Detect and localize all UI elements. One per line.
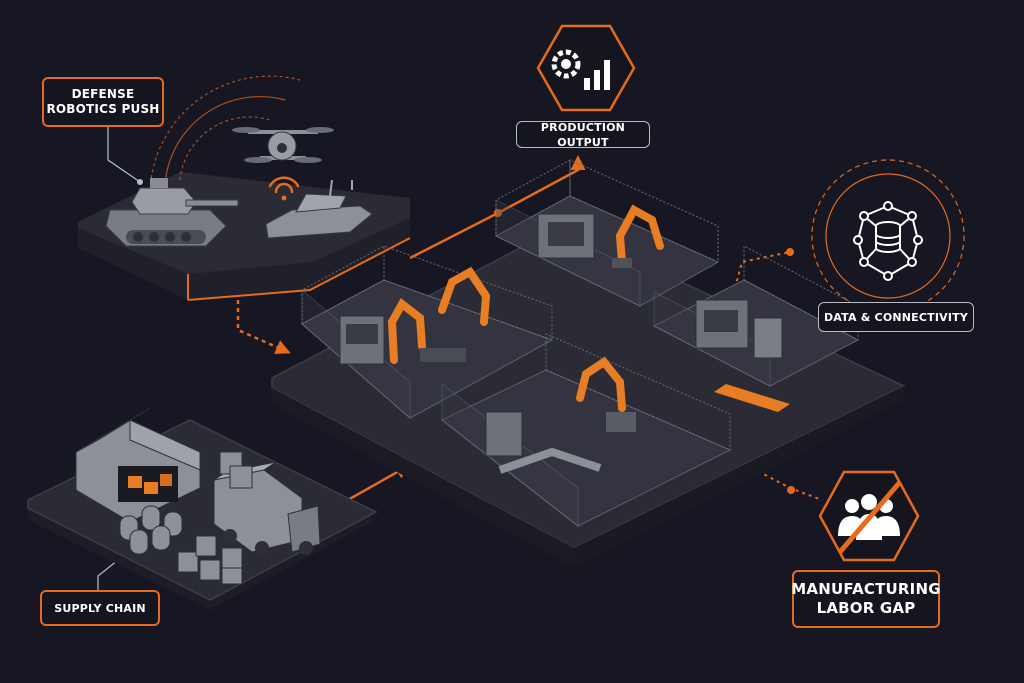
labor-gap-hex xyxy=(818,470,920,562)
wifi-icon xyxy=(268,176,300,201)
labor-gap-label: MANUFACTURING LABOR GAP xyxy=(791,570,941,628)
arrow-defense-to-output xyxy=(409,155,586,260)
production-cell-bottom xyxy=(441,333,732,528)
barrels-icon xyxy=(119,505,183,555)
production-cell-right xyxy=(652,245,860,412)
arrow-defense-to-factory xyxy=(236,300,291,355)
tank-icon xyxy=(105,178,239,247)
production-cell-top xyxy=(494,159,720,307)
defense-robotics-label: DEFENSE ROBOTICS PUSH xyxy=(42,77,164,127)
arrow-factory-to-labor xyxy=(751,467,823,501)
data-connectivity-node xyxy=(811,159,965,313)
truck-icon xyxy=(213,461,321,555)
production-output-label: PRODUCTION OUTPUT xyxy=(516,121,650,149)
boxes-icon xyxy=(177,535,243,585)
production-cell-left xyxy=(301,245,554,420)
supply-chain-platform xyxy=(27,407,378,610)
production-output-hex xyxy=(536,24,636,112)
boat-icon xyxy=(265,179,373,239)
people-crossed-icon xyxy=(838,480,902,554)
gear-bar-chart-icon xyxy=(551,49,610,90)
warehouse-icon xyxy=(75,407,201,523)
database-network-icon xyxy=(853,201,923,281)
data-connectivity-label: DATA & CONNECTIVITY xyxy=(818,302,974,332)
drone-icon xyxy=(232,127,334,163)
defense-platform xyxy=(78,75,411,301)
arrow-factory-to-data xyxy=(734,251,791,289)
supply-chain-label: SUPPLY CHAIN xyxy=(40,590,160,626)
